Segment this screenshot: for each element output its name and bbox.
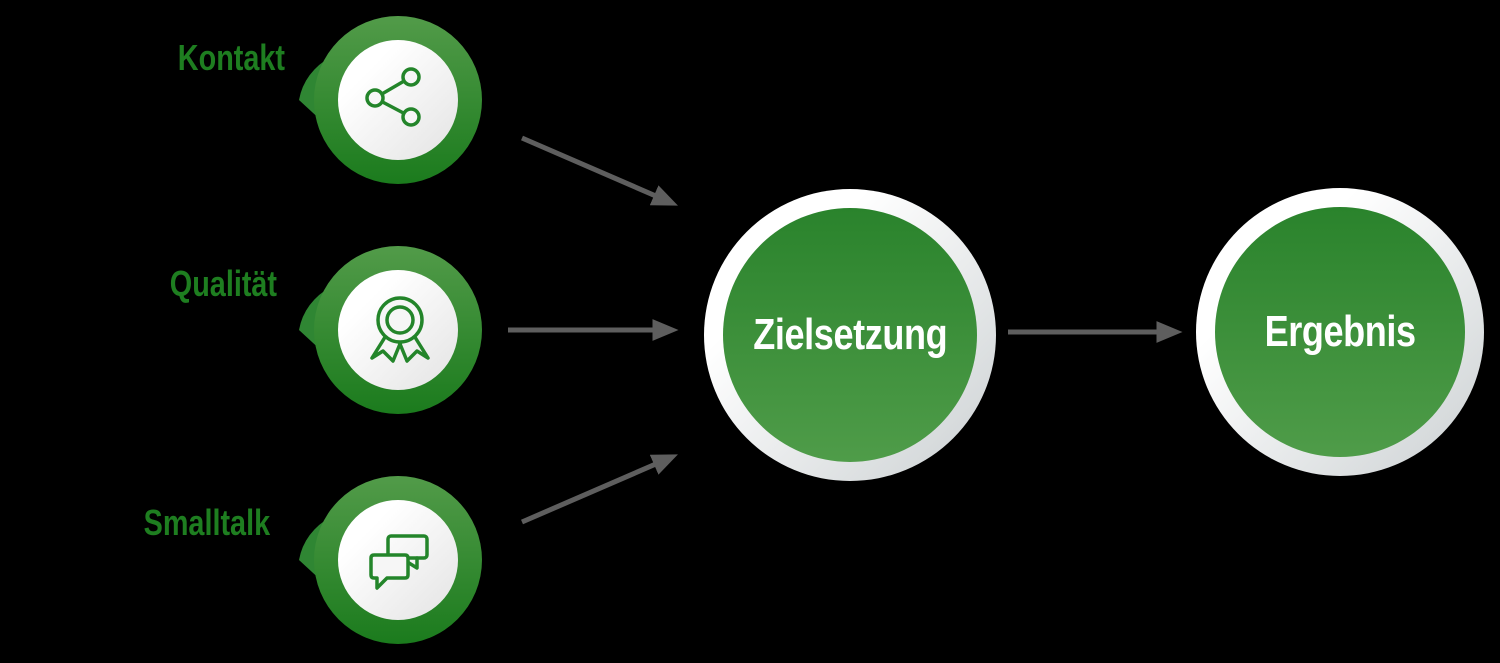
share-icon	[365, 67, 421, 127]
ergebnis-label: Ergebnis	[1264, 307, 1416, 356]
smalltalk-badge	[299, 476, 482, 644]
qualitaet-badge	[299, 246, 482, 414]
ergebnis-circle: Ergebnis	[1215, 207, 1465, 457]
arrow-smalltalk-to-zielsetzung	[521, 454, 678, 525]
chat-bubbles-icon	[369, 534, 429, 590]
input-label-smalltalk: Smalltalk	[143, 502, 270, 543]
zielsetzung-node: Zielsetzung	[704, 189, 996, 481]
arrow-kontakt-to-zielsetzung	[521, 135, 678, 206]
zielsetzung-circle: Zielsetzung	[723, 208, 977, 462]
zielsetzung-label: Zielsetzung	[753, 310, 947, 359]
ergebnis-node: Ergebnis	[1196, 188, 1484, 476]
input-label-kontakt: Kontakt	[177, 37, 285, 78]
badge-face	[338, 40, 458, 160]
kontakt-badge	[299, 16, 482, 184]
input-label-qualitaet: Qualität	[169, 263, 277, 304]
award-ribbon-icon	[370, 296, 430, 363]
